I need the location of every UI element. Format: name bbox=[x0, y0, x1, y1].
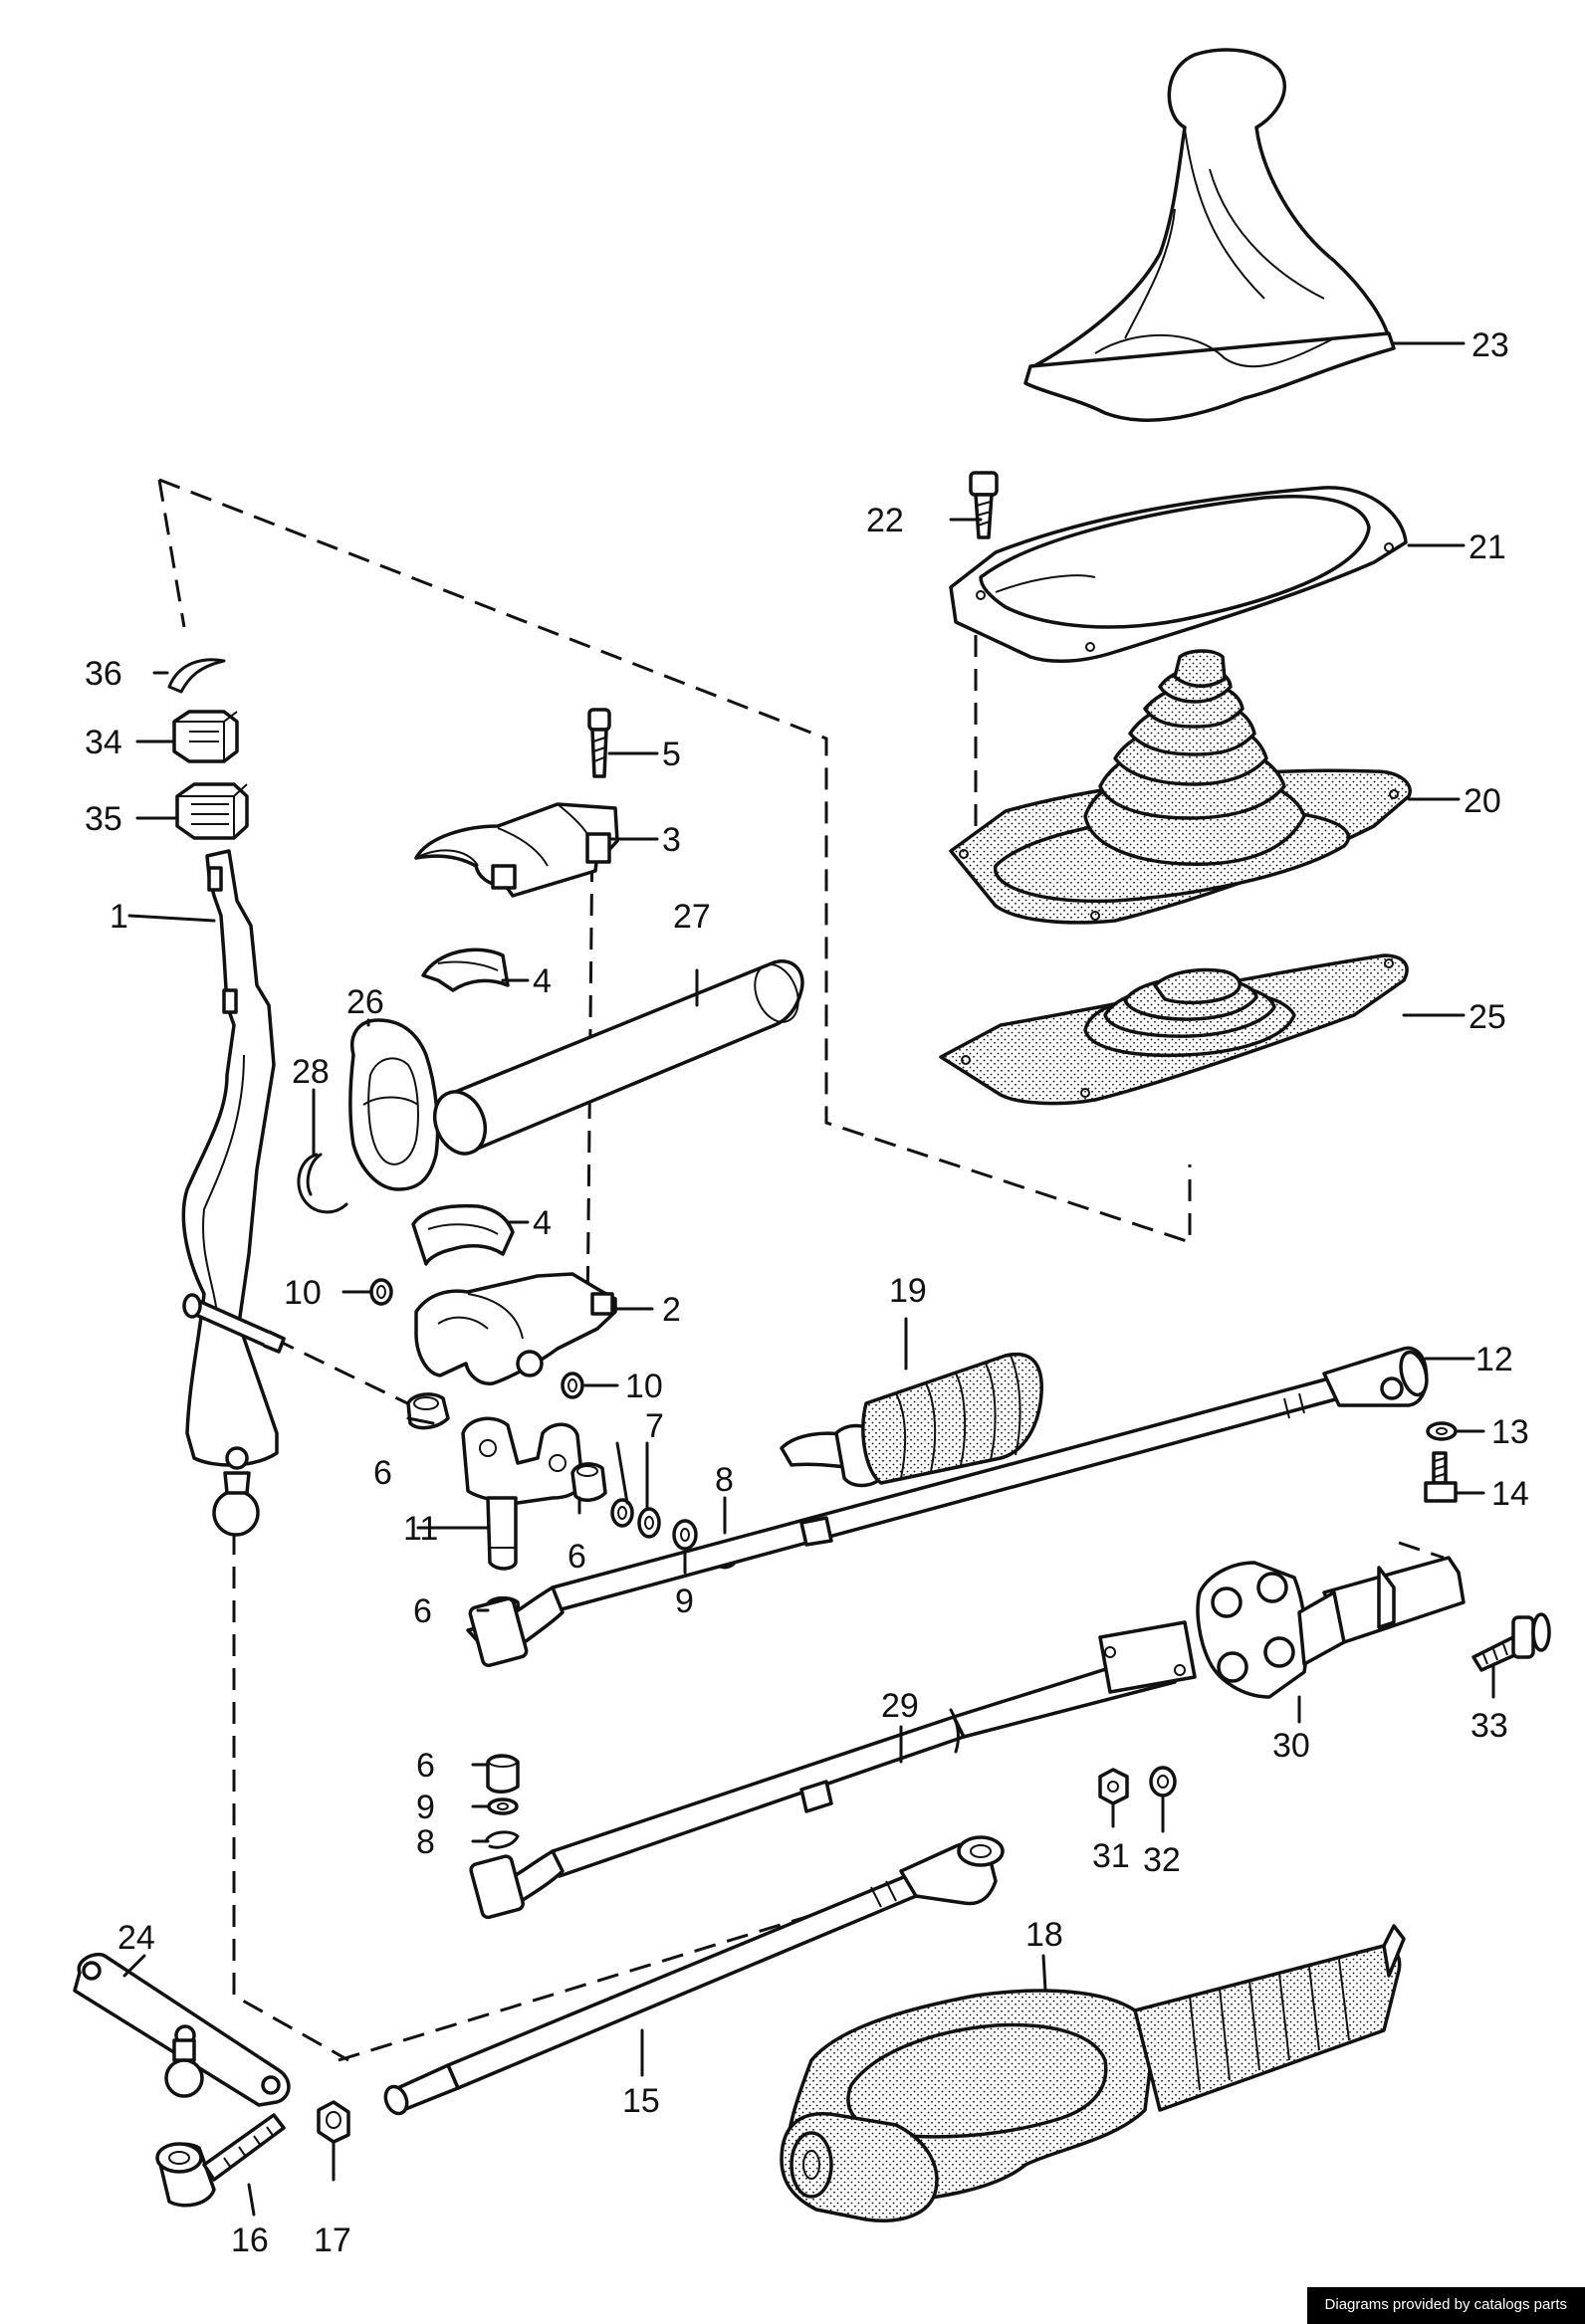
part-17-nut bbox=[317, 2100, 350, 2144]
part-10-washer-upper bbox=[369, 1278, 393, 1306]
callout-35: 35 bbox=[85, 800, 122, 838]
part-1-gear-lever bbox=[181, 849, 279, 1537]
part-23-shift-boot bbox=[1023, 48, 1396, 422]
callout-23: 23 bbox=[1472, 326, 1509, 364]
callout-4-lower: 4 bbox=[533, 1204, 552, 1242]
part-14-bolt bbox=[1424, 1451, 1458, 1503]
callout-18: 18 bbox=[1025, 1916, 1063, 1954]
callout-5: 5 bbox=[662, 736, 681, 773]
part-4-bearing-shell-upper bbox=[421, 948, 510, 992]
part-24-plate bbox=[73, 1953, 291, 2107]
callout-36: 36 bbox=[85, 655, 122, 693]
callout-7: 7 bbox=[645, 1407, 664, 1445]
assembly-guide-lines bbox=[157, 478, 1445, 2062]
callout-27: 27 bbox=[673, 898, 711, 936]
part-19-rubber-boot bbox=[780, 1352, 1043, 1488]
callout-29: 29 bbox=[881, 1687, 919, 1725]
callout-24: 24 bbox=[117, 1919, 155, 1957]
callout-1: 1 bbox=[110, 898, 128, 936]
callout-8-upper: 8 bbox=[715, 1461, 734, 1499]
callout-31: 31 bbox=[1092, 1837, 1130, 1875]
callout-16: 16 bbox=[231, 2221, 269, 2259]
part-31-nut bbox=[1098, 1768, 1129, 1805]
callout-6-left: 6 bbox=[373, 1454, 392, 1492]
callout-labels: 23 21 22 20 25 36 34 35 1 5 3 4 4 2 10 1… bbox=[85, 326, 1529, 2259]
callout-11: 11 bbox=[403, 1510, 438, 1548]
callout-26: 26 bbox=[346, 983, 384, 1021]
callout-3: 3 bbox=[662, 821, 681, 859]
part-27-tube bbox=[432, 959, 804, 1156]
part-29-shift-rod bbox=[469, 1620, 1197, 1920]
part-2-bearing-housing bbox=[414, 1272, 617, 1385]
callout-2: 2 bbox=[662, 1291, 681, 1329]
callout-9-lower: 9 bbox=[416, 1789, 435, 1826]
callout-25: 25 bbox=[1469, 998, 1506, 1036]
callout-6-bottom: 6 bbox=[416, 1747, 435, 1785]
part-26-bushing bbox=[348, 1018, 440, 1191]
callout-10-right: 10 bbox=[625, 1368, 663, 1405]
part-36-clip bbox=[167, 658, 226, 694]
callout-10-left: 10 bbox=[284, 1274, 322, 1312]
part-22-bolt bbox=[969, 471, 999, 539]
part-12-shift-rod bbox=[466, 1346, 1429, 1668]
callout-15: 15 bbox=[622, 2082, 660, 2120]
callout-30: 30 bbox=[1272, 1727, 1310, 1765]
lever-pivot-pin bbox=[182, 1293, 286, 1354]
part-11-shift-finger bbox=[461, 1416, 584, 1571]
callout-9-upper: 9 bbox=[675, 1583, 694, 1620]
leader-lines bbox=[122, 341, 1495, 2217]
part-25-boot-plate bbox=[939, 953, 1409, 1106]
part-33-bolt bbox=[1472, 1612, 1551, 1672]
part-15-connecting-rod bbox=[383, 1835, 1005, 2116]
part-3-bearing-cap bbox=[414, 802, 619, 898]
part-34-bushing bbox=[172, 710, 239, 763]
part-9-washer-upper bbox=[672, 1519, 698, 1551]
callout-32: 32 bbox=[1143, 1841, 1181, 1879]
part-4-bearing-shell-lower bbox=[411, 1203, 515, 1266]
part-13-washer bbox=[1426, 1421, 1458, 1441]
part-5-screw bbox=[587, 708, 611, 778]
callout-34: 34 bbox=[85, 724, 122, 761]
part-20-rubber-boot bbox=[949, 649, 1412, 925]
part-6-bushing-middle bbox=[570, 1462, 607, 1502]
callout-21: 21 bbox=[1469, 528, 1506, 566]
part-7-washers bbox=[610, 1498, 661, 1539]
part-9-washer-lower bbox=[487, 1797, 519, 1815]
diagram-credit: Diagrams provided by catalogs parts bbox=[1306, 2287, 1585, 2324]
callout-4-upper: 4 bbox=[533, 962, 552, 1000]
callout-13: 13 bbox=[1491, 1413, 1529, 1451]
callout-22: 22 bbox=[866, 502, 904, 539]
callout-17: 17 bbox=[314, 2221, 351, 2259]
part-6-bushing-bottom bbox=[486, 1754, 520, 1794]
callout-14: 14 bbox=[1491, 1475, 1529, 1513]
callout-6-lower: 6 bbox=[413, 1592, 432, 1630]
part-18-tunnel-housing bbox=[780, 1924, 1406, 2222]
part-10-washer-lower bbox=[561, 1372, 584, 1399]
callout-6-middle: 6 bbox=[567, 1538, 586, 1576]
callout-12: 12 bbox=[1475, 1341, 1513, 1378]
callout-33: 33 bbox=[1471, 1707, 1508, 1745]
part-30-flex-coupling bbox=[1196, 1556, 1466, 1699]
part-16-ball-socket bbox=[155, 2113, 286, 2208]
part-8-clip-lower bbox=[484, 1830, 520, 1849]
part-21-frame bbox=[949, 486, 1408, 663]
part-32-washer bbox=[1149, 1766, 1177, 1797]
callout-28: 28 bbox=[292, 1053, 330, 1091]
callout-19: 19 bbox=[889, 1272, 927, 1310]
callout-20: 20 bbox=[1464, 782, 1501, 820]
part-28-circlip bbox=[297, 1153, 348, 1214]
callout-8-lower: 8 bbox=[416, 1823, 435, 1861]
part-35-bushing bbox=[175, 782, 249, 840]
